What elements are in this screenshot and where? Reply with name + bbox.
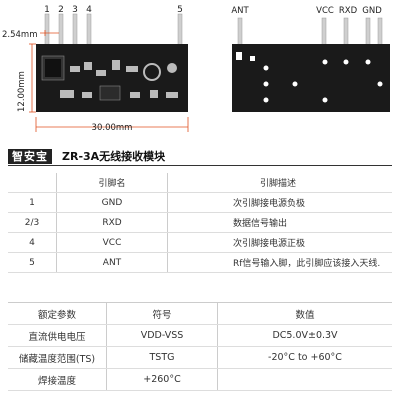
spec-header-symbol: 符号: [106, 302, 218, 325]
pin-table-header: 引脚名 引脚描述: [8, 173, 392, 193]
front-pin-3: [72, 13, 78, 47]
table-row: 4 VCC 次引脚接电源正极: [8, 232, 392, 253]
height-label: 12.00mm: [17, 71, 27, 112]
pin-number: 5: [8, 252, 57, 273]
spec-symbol: +260°C: [106, 368, 218, 391]
spec-param: 储藏温度范围(TS): [8, 346, 107, 369]
table-row: 5 ANT Rf信号输入脚，此引脚应该接入天线.: [8, 252, 392, 273]
spec-table: 额定参数 符号 数值 直流供电电压 VDD-VSS DC5.0V±0.3V 储藏…: [8, 302, 392, 391]
spec-param: 焊接温度: [8, 368, 107, 391]
front-pin-2: [58, 13, 64, 47]
pin-desc: 数据信号输出: [167, 212, 392, 233]
front-pin-5: [177, 13, 183, 47]
back-pcb: [232, 44, 390, 112]
front-pin-number-3: 3: [72, 5, 78, 15]
spec-param: 直流供电电压: [8, 324, 107, 347]
front-pin-number-1: 1: [44, 5, 50, 15]
pin-header-desc: 引脚描述: [167, 173, 392, 193]
front-view: 1 2 3 4 5: [36, 5, 188, 112]
front-pin-number-4: 4: [86, 5, 92, 15]
pin-number: 1: [8, 192, 57, 213]
pin-desc: Rf信号输入脚，此引脚应该接入天线.: [167, 252, 392, 273]
module-diagram: 1 2 3 4 5 2.54mm 12.00mm 30.00mm: [2, 5, 390, 133]
front-pin-number-2: 2: [58, 5, 64, 15]
back-view: ANT VCC RXD GND: [231, 6, 390, 112]
table-row: 焊接温度 +260°C: [8, 368, 392, 391]
title-divider: [8, 165, 392, 166]
width-label: 30.00mm: [92, 123, 133, 133]
pin-name: RXD: [56, 212, 168, 233]
table-row: 1 GND 次引脚接电源负极: [8, 192, 392, 213]
table-row: 储藏温度范围(TS) TSTG -20°C to +60°C: [8, 346, 392, 369]
spec-header-value: 数值: [217, 302, 392, 325]
spec-table-header: 额定参数 符号 数值: [8, 302, 392, 325]
pin-number: 4: [8, 232, 57, 253]
table-row: 直流供电电压 VDD-VSS DC5.0V±0.3V: [8, 324, 392, 347]
front-pin-number-5: 5: [177, 5, 183, 15]
spec-symbol: VDD-VSS: [106, 324, 218, 347]
pin-name: ANT: [56, 252, 168, 273]
title-bar: 智安宝 ZR-3A无线接收模块: [8, 149, 392, 166]
pin-number: 2/3: [8, 212, 57, 233]
back-pin-label-rxd: RXD: [339, 6, 358, 16]
back-pin-label-vcc: VCC: [316, 6, 334, 16]
spec-value: -20°C to +60°C: [217, 346, 392, 369]
spec-symbol: TSTG: [106, 346, 218, 369]
spec-value: [217, 368, 392, 391]
pin-header-number: [8, 173, 57, 193]
table-row: 2/3 RXD 数据信号输出: [8, 212, 392, 233]
pin-desc: 次引脚接电源正极: [167, 232, 392, 253]
pin-header-name: 引脚名: [56, 173, 168, 193]
back-pin-label-ant: ANT: [231, 6, 249, 16]
front-pin-1: [44, 13, 50, 47]
back-pin-label-gnd: GND: [362, 6, 382, 16]
pin-name: VCC: [56, 232, 168, 253]
pin-name: GND: [56, 192, 168, 213]
brand-badge: 智安宝: [8, 149, 52, 164]
front-pin-4: [86, 13, 92, 47]
spec-header-param: 额定参数: [8, 302, 107, 325]
pin-table: 引脚名 引脚描述 1 GND 次引脚接电源负极 2/3 RXD 数据信号输出 4…: [8, 173, 392, 273]
dimensions: 2.54mm 12.00mm 30.00mm: [2, 30, 189, 133]
pin-desc: 次引脚接电源负极: [167, 192, 392, 213]
module-title: ZR-3A无线接收模块: [62, 150, 166, 163]
pitch-label: 2.54mm: [2, 30, 38, 40]
spec-value: DC5.0V±0.3V: [217, 324, 392, 347]
